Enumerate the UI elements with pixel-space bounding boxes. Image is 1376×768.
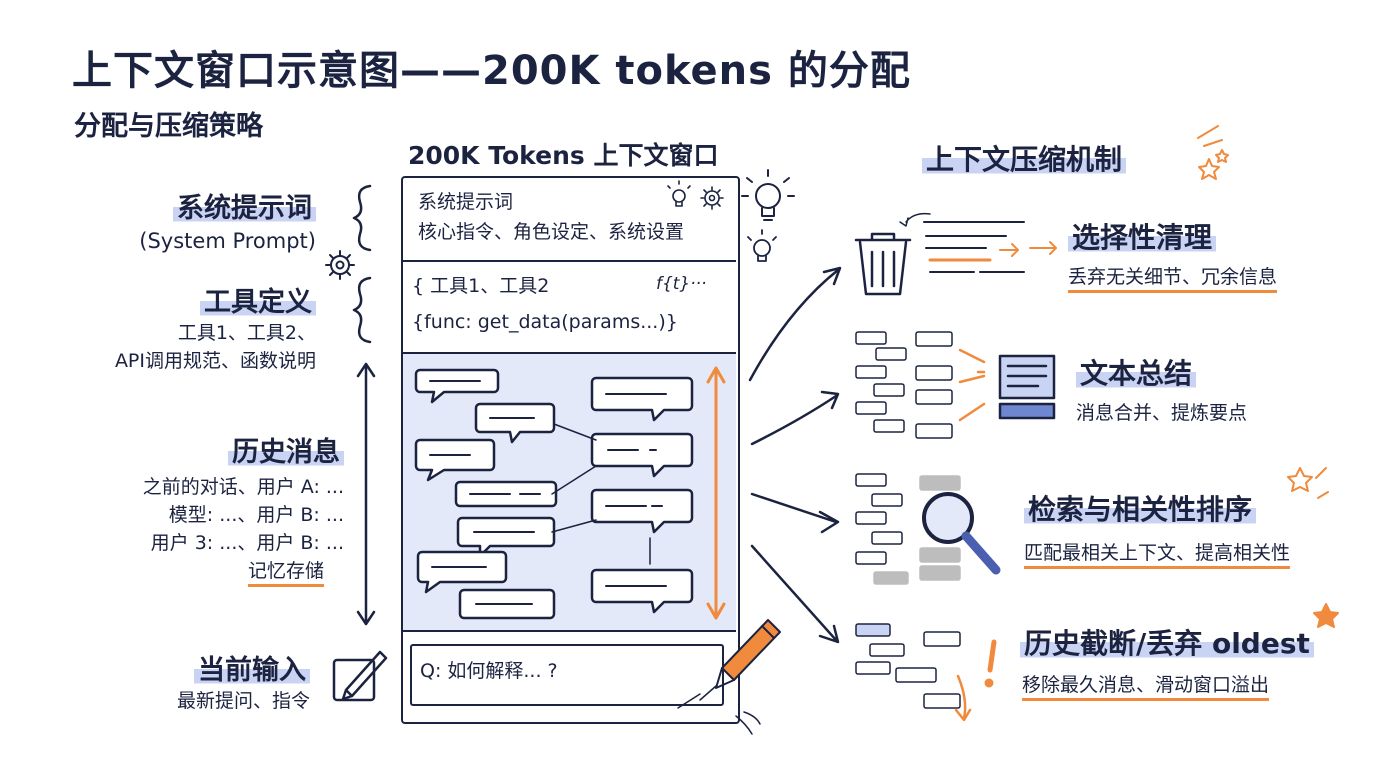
system-prompt-desc: (System Prompt): [139, 229, 316, 253]
tool-definitions-line-1: 工具1、工具2、: [177, 322, 316, 344]
gear-icon: [325, 250, 355, 280]
page-title: 上下文窗口示意图——200K tokens 的分配: [72, 48, 911, 94]
truncation-bubbles: [855, 623, 961, 709]
window-title: 200K Tokens 上下文窗口: [408, 141, 719, 170]
lightbulb-small-inline-icon: [667, 180, 691, 207]
system-section-line-1: 系统提示词: [418, 191, 514, 213]
history-line-2: 模型: ...、用户 B: ...: [168, 504, 344, 526]
tool-definitions-line-2: API调用规范、函数说明: [114, 350, 316, 372]
label-current-input: 当前输入 最新提问、指令: [177, 648, 310, 715]
history-heading: 历史消息: [228, 437, 344, 468]
system-brace: [352, 184, 372, 252]
tools-section-line-1: { 工具1、工具2: [412, 275, 550, 297]
chat-lines: [429, 380, 667, 605]
trash-icon: [854, 232, 912, 296]
history-line-1: 之前的对话、用户 A: ...: [142, 476, 344, 498]
history-truncation-desc: 移除最久消息、滑动窗口溢出: [1022, 674, 1270, 701]
pencil-icon: [677, 619, 781, 735]
truncation-down-arrow: [954, 674, 972, 722]
retrieval-ranking-heading: 检索与相关性排序: [1024, 493, 1257, 526]
history-truncation-heading: 历史截断/丢弃 oldest: [1020, 627, 1314, 660]
tools-brace: [352, 276, 372, 344]
system-section: [401, 176, 736, 262]
summary-document-icon: [958, 348, 1056, 422]
lightbulb-icon: [741, 169, 795, 221]
tools-section: [401, 262, 736, 354]
chat-bubbles: [414, 368, 694, 620]
retrieval-bubbles: [855, 473, 961, 585]
selective-cleanup-heading: 选择性清理: [1068, 221, 1217, 254]
text-summary-heading: 文本总结: [1076, 357, 1197, 390]
history-span-arrow: [356, 362, 376, 626]
label-system-prompt: 系统提示词 (System Prompt): [139, 186, 316, 255]
history-fill-arrow: [706, 366, 726, 620]
arrow-to-cleanup: [748, 266, 842, 382]
summary-source-bubbles: [855, 331, 953, 439]
history-line-3: 用户 3: ...、用户 B: ...: [150, 532, 344, 554]
system-prompt-heading: 系统提示词: [173, 193, 316, 224]
exclamation-icon: [984, 639, 997, 688]
label-tool-definitions: 工具定义 工具1、工具2、 API调用规范、函数说明: [115, 280, 316, 375]
arrow-to-truncation: [750, 544, 840, 644]
function-icon: f{t}···: [656, 274, 707, 294]
text-summary-desc: 消息合并、提炼要点: [1076, 402, 1248, 424]
chat-connectors: [551, 423, 651, 565]
tools-section-line-2: {func: get_data(params...)}: [412, 311, 678, 333]
page-subtitle: 分配与压缩策略: [74, 111, 263, 142]
label-history-messages: 历史消息 之前的对话、用户 A: ... 模型: ...、用户 B: ... 用…: [142, 430, 344, 587]
retrieval-ranking-desc: 匹配最相关上下文、提高相关性: [1024, 542, 1291, 569]
edit-icon: [332, 650, 388, 702]
cleanup-lines: [923, 221, 1057, 273]
history-line-4: 记忆存储: [247, 560, 324, 587]
current-input-heading: 当前输入: [194, 655, 310, 686]
small-lightbulb-icon: [747, 229, 777, 262]
magnifier-icon: [922, 492, 1001, 575]
tool-definitions-heading: 工具定义: [200, 287, 316, 318]
compression-title: 上下文压缩机制: [922, 143, 1127, 176]
arrow-to-summary: [750, 390, 840, 446]
current-input-box: Q: 如何解释... ?: [410, 644, 724, 706]
sparkle-icon: [1197, 125, 1339, 628]
gear-inline-icon: [700, 186, 724, 210]
current-input-desc: 最新提问、指令: [176, 690, 310, 712]
system-section-line-2: 核心指令、角色设定、系统设置: [418, 221, 685, 243]
context-window: [401, 176, 740, 724]
current-input-text: Q: 如何解释... ?: [420, 660, 558, 682]
arrow-to-retrieval: [750, 492, 840, 534]
cleanup-curve: [899, 212, 931, 227]
selective-cleanup-desc: 丢弃无关细节、冗余信息: [1068, 266, 1278, 293]
